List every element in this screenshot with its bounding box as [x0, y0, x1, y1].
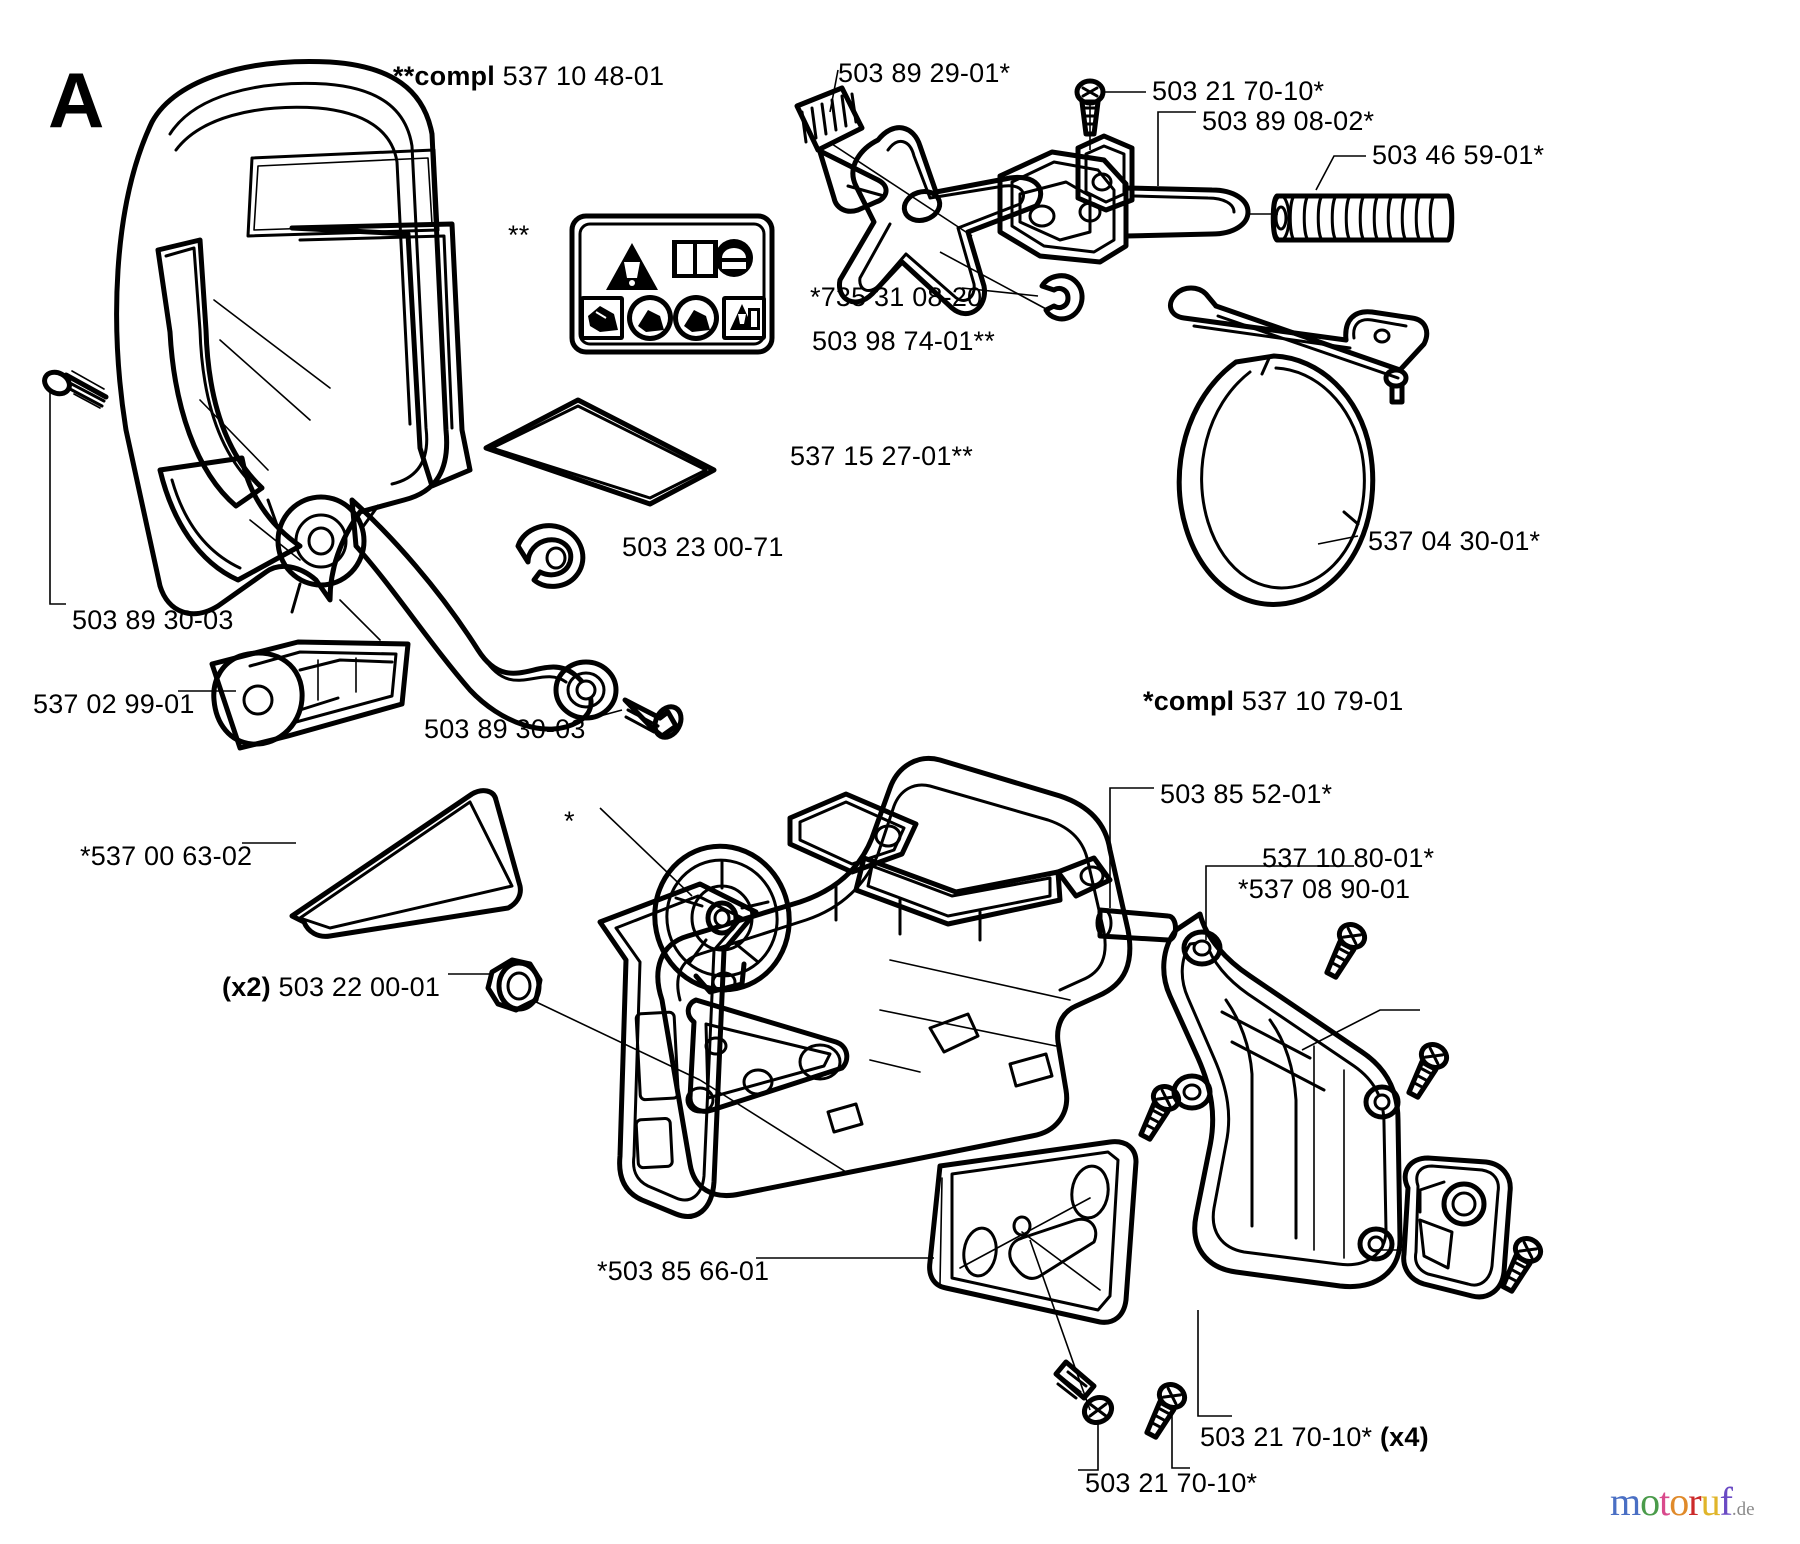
label-compl-handle: **compl 537 10 48-01: [393, 63, 664, 90]
label-handle-star: **: [508, 220, 530, 250]
label-503-22-00-01-rest: 503 22 00-01: [270, 972, 441, 1002]
blank-label-537-00-63-02-art: [242, 788, 523, 939]
screw-503-89-30-03-lower-art: [599, 697, 684, 740]
label-735-31-08-20: *735 31 08-20: [810, 282, 983, 312]
label-537-15-27-01: 537 15 27-01**: [790, 441, 973, 471]
label-503-22-00-01-qty: (x2): [222, 972, 271, 1002]
label-503-21-70-10-x4: 503 21 70-10* (x4): [1200, 1424, 1429, 1451]
eclip-503-23-00-71-art: [515, 523, 586, 589]
label-503-21-70-10-x4-qty: (x4): [1379, 1422, 1429, 1452]
label-503-89-29-01: 503 89 29-01*: [838, 58, 1011, 88]
wm-r: r: [1688, 1479, 1701, 1524]
nut-503-22-00-01-art: [448, 957, 701, 1081]
label-503-46-59-01: 503 46 59-01*: [1372, 140, 1545, 170]
label-503-21-70-10-top: 503 21 70-10*: [1152, 76, 1325, 106]
wm-f: f: [1719, 1479, 1733, 1524]
bar-plate-art: [756, 1139, 1139, 1411]
screw-503-89-30-03-upper-art: [42, 369, 109, 605]
label-537-08-90-01: *537 08 90-01: [1238, 874, 1411, 904]
wm-o1: o: [1640, 1479, 1660, 1524]
label-compl-chassis-prefix: *compl: [1143, 686, 1235, 716]
wm-u: u: [1700, 1479, 1721, 1524]
label-537-10-80-01: 537 10 80-01*: [1262, 843, 1435, 873]
screws-x4-art: [1138, 922, 1544, 1469]
label-503-85-52-01: 503 85 52-01*: [1160, 779, 1333, 809]
flat-plate-art: [483, 397, 717, 507]
tensioner-block-art: [1372, 1155, 1513, 1300]
label-537-04-30-01: 537 04 30-01*: [1368, 526, 1541, 556]
throttle-assembly-art: [794, 69, 1455, 322]
label-503-89-30-03-upper: 503 89 30-03: [72, 605, 234, 635]
label-compl-chassis: *compl 537 10 79-01: [1143, 688, 1403, 715]
label-compl-handle-rest: 537 10 48-01: [494, 61, 665, 91]
screw-bottom-center-art: [1053, 1359, 1115, 1471]
section-letter: A: [48, 56, 105, 144]
chassis-art: [597, 756, 1178, 1219]
label-503-22-00-01: (x2) 503 22 00-01: [222, 974, 440, 1001]
label-compl-handle-prefix: **compl: [393, 61, 495, 91]
label-503-21-70-10-bottom: 503 21 70-10*: [1085, 1468, 1258, 1498]
handle-housing-art: [114, 59, 619, 732]
wm-o2: o: [1669, 1479, 1689, 1524]
label-537-02-99-01: 537 02 99-01: [33, 689, 195, 719]
wm-m: m: [1610, 1479, 1641, 1524]
label-503-85-66-01: *503 85 66-01: [597, 1256, 770, 1286]
label-compl-chassis-rest: 537 10 79-01: [1234, 686, 1404, 716]
label-chassis-star: *: [564, 806, 575, 836]
label-503-21-70-10-x4-num: 503 21 70-10*: [1200, 1422, 1373, 1452]
safety-decal-art: [569, 213, 775, 355]
label-503-89-30-03-lower: 503 89 30-03: [424, 714, 586, 744]
clutch-cover-art: [1161, 865, 1420, 1290]
label-537-00-63-02: *537 00 63-02: [80, 841, 253, 871]
label-503-89-08-02: 503 89 08-02*: [1202, 106, 1375, 136]
label-503-23-00-71: 503 23 00-71: [622, 532, 784, 562]
part-537-02-99-01-art: [178, 639, 411, 751]
motoruf-watermark: motoruf.de: [1610, 1482, 1755, 1522]
label-503-98-74-01: 503 98 74-01**: [812, 326, 995, 356]
wm-tld: .de: [1731, 1499, 1755, 1520]
wm-t: t: [1659, 1479, 1670, 1524]
brake-band-art: [1167, 285, 1430, 607]
